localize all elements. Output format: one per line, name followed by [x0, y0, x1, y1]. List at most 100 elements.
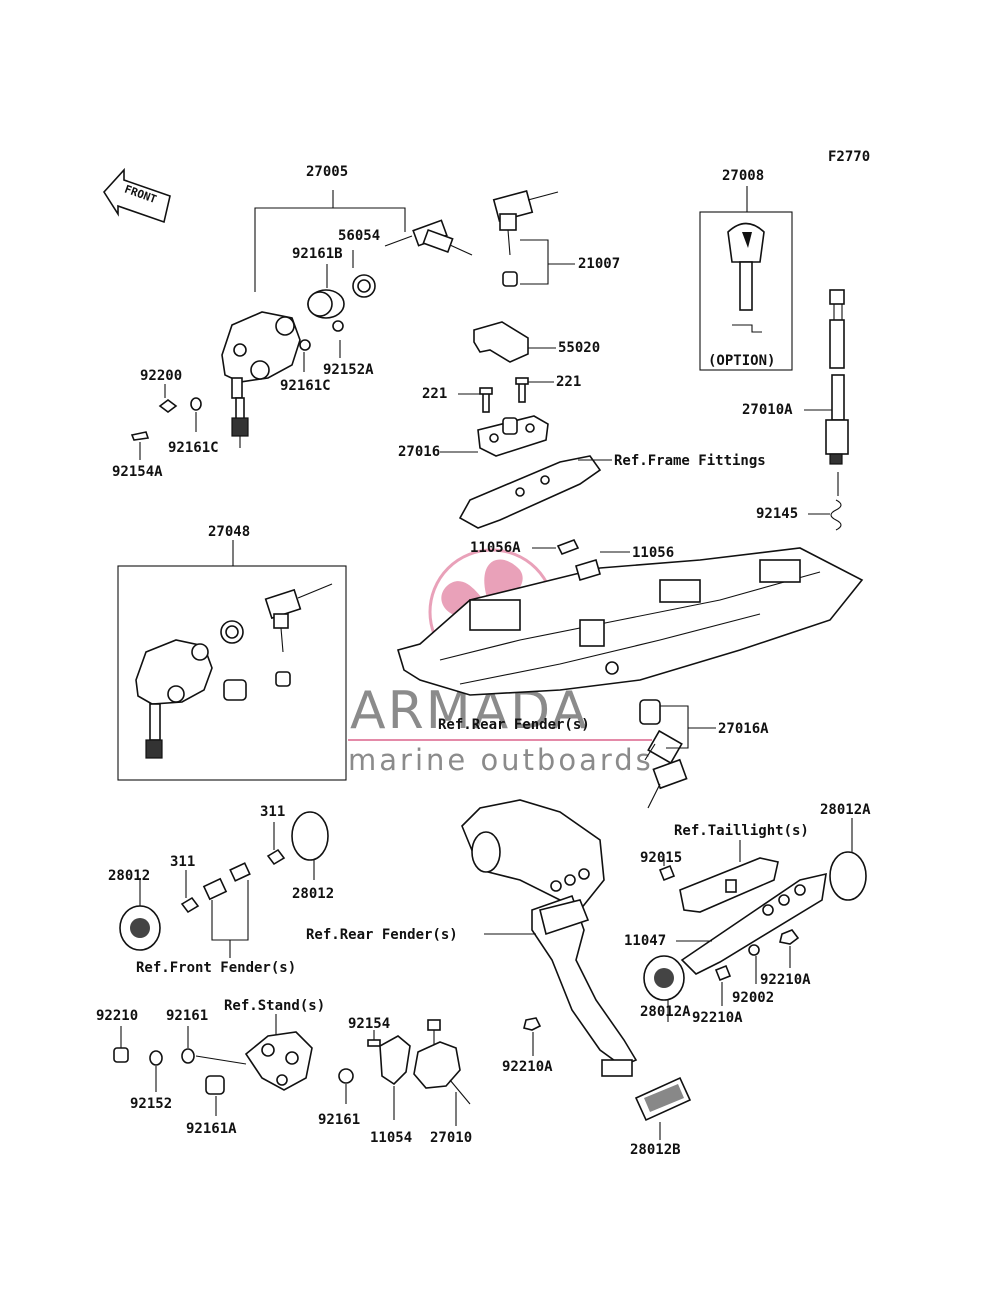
- label-56054: 56054: [338, 228, 380, 244]
- diagram-code: F2770: [828, 149, 870, 165]
- nut-92210A-right: [779, 929, 800, 945]
- label-92161B: 92161B: [292, 246, 343, 262]
- ref-rear-fender-b: Ref.Rear Fender(s): [306, 927, 458, 943]
- small-washers: [130, 320, 344, 441]
- bracket-27016A: [660, 705, 689, 749]
- ref-rear-fender-a: Ref.Rear Fender(s): [438, 717, 590, 733]
- label-28012-a: 28012: [108, 868, 150, 884]
- label-92145: 92145: [756, 506, 798, 522]
- stand-bracket: [244, 1031, 313, 1091]
- reflector-28012-left: [119, 905, 161, 951]
- label-27005: 27005: [306, 164, 348, 180]
- ignition-switch-assembly: [221, 311, 301, 448]
- label-28012-b: 28012: [292, 886, 334, 902]
- rear-seat-frame: [396, 547, 864, 696]
- label-option: (OPTION): [708, 353, 775, 369]
- nut-92015: [658, 864, 676, 882]
- label-311-b: 311: [260, 804, 285, 820]
- label-311-a: 311: [170, 854, 195, 870]
- watermark-tagline: marine outboards: [348, 743, 654, 777]
- collar-ring: [307, 289, 345, 319]
- bolts-221: [479, 377, 529, 413]
- label-92154: 92154: [348, 1016, 390, 1032]
- spring-icon: [830, 499, 842, 531]
- washer-92152: [149, 1050, 163, 1066]
- reflector-28012A-right: [829, 851, 867, 901]
- label-27016A: 27016A: [718, 721, 769, 737]
- screw-92002: [748, 944, 760, 956]
- nut-92210: [113, 1047, 129, 1063]
- nut-311-a: [180, 896, 200, 914]
- kit-ignition-switch: [135, 639, 213, 759]
- bracket-27005: [254, 207, 406, 292]
- label-221-a: 221: [422, 386, 447, 402]
- front-arrow-icon: FRONT: [102, 167, 171, 224]
- reflector-28012-right: [291, 811, 329, 861]
- washer-92161-a: [181, 1048, 195, 1064]
- kit-box: [117, 565, 347, 781]
- label-92152: 92152: [130, 1096, 172, 1112]
- label-92210A-a: 92210A: [760, 972, 811, 988]
- transponder-key-icon: [727, 222, 765, 333]
- label-21007: 21007: [578, 256, 620, 272]
- label-11047: 11047: [624, 933, 666, 949]
- nut-92161-b: [338, 1068, 354, 1084]
- label-92200: 92200: [140, 368, 182, 384]
- switch-bracket-11054: [379, 1035, 411, 1086]
- label-28012A-a: 28012A: [820, 802, 871, 818]
- side-stand-switch-27010: [413, 1019, 471, 1105]
- bracket-cover: [473, 321, 529, 363]
- label-27010: 27010: [430, 1130, 472, 1146]
- nut-92210A-fender: [523, 1017, 542, 1031]
- ignition-key-pair: [384, 219, 473, 256]
- frame-fitting-bracket: [458, 455, 602, 529]
- seal-ring: [352, 274, 376, 298]
- label-27048: 27048: [208, 524, 250, 540]
- taillight-bracket: [679, 857, 827, 975]
- kit-keys: [264, 583, 333, 653]
- bracket-21007: [520, 239, 549, 285]
- stud-pair: [202, 862, 251, 901]
- label-221-b: 221: [556, 374, 581, 390]
- kit-ring: [220, 620, 244, 644]
- label-92161C-b: 92161C: [168, 440, 219, 456]
- kit-lock-cylinder: [223, 671, 291, 701]
- label-11056A: 11056A: [470, 540, 521, 556]
- label-92015: 92015: [640, 850, 682, 866]
- ref-stand: Ref.Stand(s): [224, 998, 325, 1014]
- label-27008: 27008: [722, 168, 764, 184]
- ref-front-fender: Ref.Front Fender(s): [136, 960, 296, 976]
- clip-11056A: [556, 538, 580, 556]
- ref-taillight: Ref.Taillight(s): [674, 823, 809, 839]
- nut-311-b: [266, 848, 286, 866]
- ref-frame-fittings: Ref.Frame Fittings: [614, 453, 766, 469]
- option-box: [699, 211, 793, 371]
- mounting-plate: [477, 415, 549, 457]
- label-28012B: 28012B: [630, 1142, 681, 1158]
- label-92161-b: 92161: [318, 1112, 360, 1128]
- bushing-92161A: [205, 1075, 225, 1095]
- label-92161-a: 92161: [166, 1008, 208, 1024]
- seat-lock-switch: [825, 289, 849, 465]
- screw-92154: [367, 1039, 381, 1047]
- label-27016: 27016: [398, 444, 440, 460]
- label-92161A: 92161A: [186, 1121, 237, 1137]
- label-92002: 92002: [732, 990, 774, 1006]
- reflector-28012B: [634, 1076, 692, 1122]
- reflector-28012A-left: [643, 955, 685, 1001]
- label-55020: 55020: [558, 340, 600, 356]
- label-92210: 92210: [96, 1008, 138, 1024]
- label-92161C-a: 92161C: [280, 378, 331, 394]
- label-28012A-b: 28012A: [640, 1004, 691, 1020]
- label-11056: 11056: [632, 545, 674, 561]
- label-92152A: 92152A: [323, 362, 374, 378]
- nut-92210A-left: [714, 964, 732, 982]
- label-92210A-b: 92210A: [692, 1010, 743, 1026]
- label-92154A: 92154A: [112, 464, 163, 480]
- key-blank: [492, 189, 559, 287]
- rear-fender: [461, 799, 638, 1077]
- label-11054: 11054: [370, 1130, 412, 1146]
- seat-lock-27016A: [639, 699, 688, 809]
- label-92210A-c: 92210A: [502, 1059, 553, 1075]
